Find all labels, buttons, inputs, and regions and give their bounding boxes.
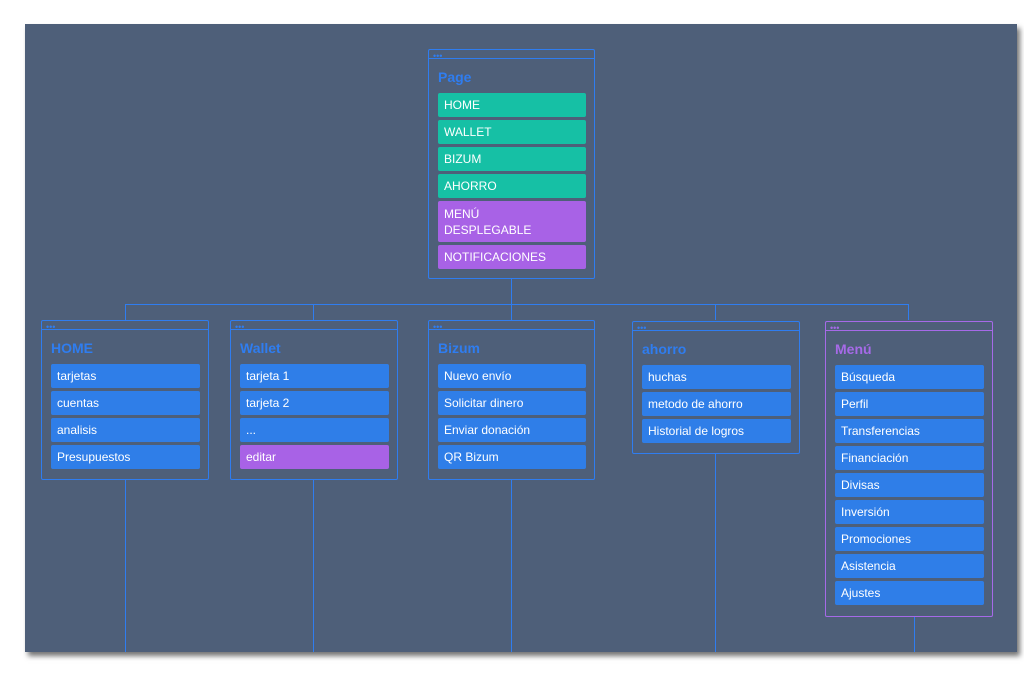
home-title: HOME — [51, 340, 93, 356]
wallet-title: Wallet — [240, 340, 281, 356]
menu-title: Menú — [835, 341, 872, 357]
bizum-item[interactable]: Enviar donación — [438, 418, 586, 442]
page-window: ••• Page HOME WALLET BIZUM AHORRO MENÚ D… — [428, 49, 595, 279]
menu-item[interactable]: Búsqueda — [835, 365, 984, 389]
menu-item[interactable]: Perfil — [835, 392, 984, 416]
ahorro-window: ••• ahorro huchas metodo de ahorro Histo… — [632, 321, 800, 454]
bizum-item[interactable]: Solicitar dinero — [438, 391, 586, 415]
wallet-item-editar[interactable]: editar — [240, 445, 389, 469]
page-item-ahorro[interactable]: AHORRO — [438, 174, 586, 198]
wallet-item[interactable]: ... — [240, 418, 389, 442]
menu-item[interactable]: Divisas — [835, 473, 984, 497]
connector-lines — [125, 279, 915, 652]
wallet-window: ••• Wallet tarjeta 1 tarjeta 2 ... edita… — [230, 320, 398, 480]
ahorro-title: ahorro — [642, 341, 687, 357]
window-dots-icon: ••• — [235, 322, 245, 332]
bizum-item[interactable]: QR Bizum — [438, 445, 586, 469]
home-item[interactable]: analisis — [51, 418, 200, 442]
menu-item[interactable]: Ajustes — [835, 581, 984, 605]
menu-item[interactable]: Promociones — [835, 527, 984, 551]
page-title: Page — [438, 69, 472, 85]
window-dots-icon: ••• — [46, 322, 56, 332]
sitemap-diagram: ••• Page HOME WALLET BIZUM AHORRO MENÚ D… — [25, 24, 1017, 652]
window-dots-icon: ••• — [433, 322, 443, 332]
menu-window: ••• Menú Búsqueda Perfil Transferencias … — [825, 321, 993, 617]
page-item-home[interactable]: HOME — [438, 93, 586, 117]
page-item-menu-desplegable[interactable]: MENÚ DESPLEGABLE — [438, 201, 586, 242]
page-item-bizum[interactable]: BIZUM — [438, 147, 586, 171]
home-item[interactable]: cuentas — [51, 391, 200, 415]
menu-item[interactable]: Asistencia — [835, 554, 984, 578]
menu-item[interactable]: Transferencias — [835, 419, 984, 443]
bizum-title: Bizum — [438, 340, 480, 356]
wallet-item[interactable]: tarjeta 1 — [240, 364, 389, 388]
home-item[interactable]: Presupuestos — [51, 445, 200, 469]
bizum-window: ••• Bizum Nuevo envío Solicitar dinero E… — [428, 320, 595, 480]
wallet-item[interactable]: tarjeta 2 — [240, 391, 389, 415]
menu-item[interactable]: Financiación — [835, 446, 984, 470]
window-dots-icon: ••• — [433, 51, 443, 61]
ahorro-item[interactable]: Historial de logros — [642, 419, 791, 443]
home-item[interactable]: tarjetas — [51, 364, 200, 388]
bizum-item[interactable]: Nuevo envío — [438, 364, 586, 388]
menu-item[interactable]: Inversión — [835, 500, 984, 524]
ahorro-item[interactable]: huchas — [642, 365, 791, 389]
page-item-notificaciones[interactable]: NOTIFICACIONES — [438, 245, 586, 269]
page-item-wallet[interactable]: WALLET — [438, 120, 586, 144]
ahorro-item[interactable]: metodo de ahorro — [642, 392, 791, 416]
window-dots-icon: ••• — [637, 323, 647, 333]
home-window: ••• HOME tarjetas cuentas analisis Presu… — [41, 320, 209, 480]
window-dots-icon: ••• — [830, 323, 840, 333]
